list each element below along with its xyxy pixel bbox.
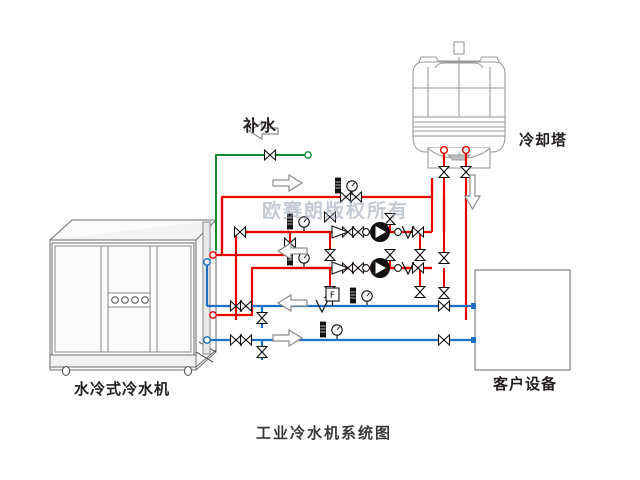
- label-water-cooled-chiller: 水冷式冷水机: [74, 380, 171, 398]
- thermometer-condenser-top: [334, 177, 342, 194]
- flex-joint-4: [394, 264, 402, 272]
- gauge-chilled-return: [361, 290, 373, 306]
- tower-inlet-port: [461, 145, 471, 155]
- flex-joint-1: [362, 228, 370, 236]
- gauge-chilled-supply: [331, 324, 343, 340]
- strainer-1: [331, 225, 350, 239]
- condenser-pump-2: [370, 258, 390, 278]
- chilled-return-connector: [471, 303, 476, 309]
- makeup-water-terminal: [304, 151, 312, 159]
- chiller-chilled-in-port: [203, 336, 211, 344]
- flex-joint-2: [394, 228, 402, 236]
- water-cooled-chiller: [49, 219, 217, 376]
- chiller-condenser-in-port: [209, 311, 217, 319]
- flow-switch: F: [325, 287, 340, 306]
- label-cooling-tower: 冷却塔: [519, 131, 568, 149]
- chilled-water-piping: [205, 262, 475, 360]
- chilled-supply-arrow: [272, 328, 304, 348]
- thermometer-chilled-return: [349, 287, 357, 304]
- tower-supply-arrow: [463, 174, 482, 211]
- makeup-water-arrow: [247, 121, 279, 141]
- chilled-return-arrow: [276, 293, 308, 313]
- copyright-watermark: 欧赛朗版权所有: [262, 200, 410, 222]
- condenser-pump-1: [370, 222, 390, 242]
- customer-equipment: [474, 269, 571, 371]
- condenser-supply-arrow: [272, 173, 304, 193]
- flex-joint-3: [362, 264, 370, 272]
- cooling-tower: [412, 41, 506, 169]
- tower-outlet-port: [439, 145, 449, 155]
- condenser-return-arrow: [276, 241, 308, 261]
- label-makeup-water: 补水: [243, 116, 278, 135]
- makeup-water-valve: [263, 149, 277, 161]
- chilled-supply-connector: [471, 337, 476, 343]
- gauge-condenser-top: [346, 180, 358, 196]
- chiller-condenser-out-port: [209, 251, 217, 259]
- label-customer-equipment: 客户设备: [493, 375, 558, 393]
- strainer-2: [331, 261, 350, 275]
- thermometer-chilled-supply: [319, 321, 327, 338]
- gauge-pump-2: [298, 252, 310, 268]
- svg-text:F: F: [330, 291, 335, 301]
- chiller-chilled-out-port: [203, 258, 211, 266]
- diagram-title: 工业冷水机系统图: [256, 424, 393, 442]
